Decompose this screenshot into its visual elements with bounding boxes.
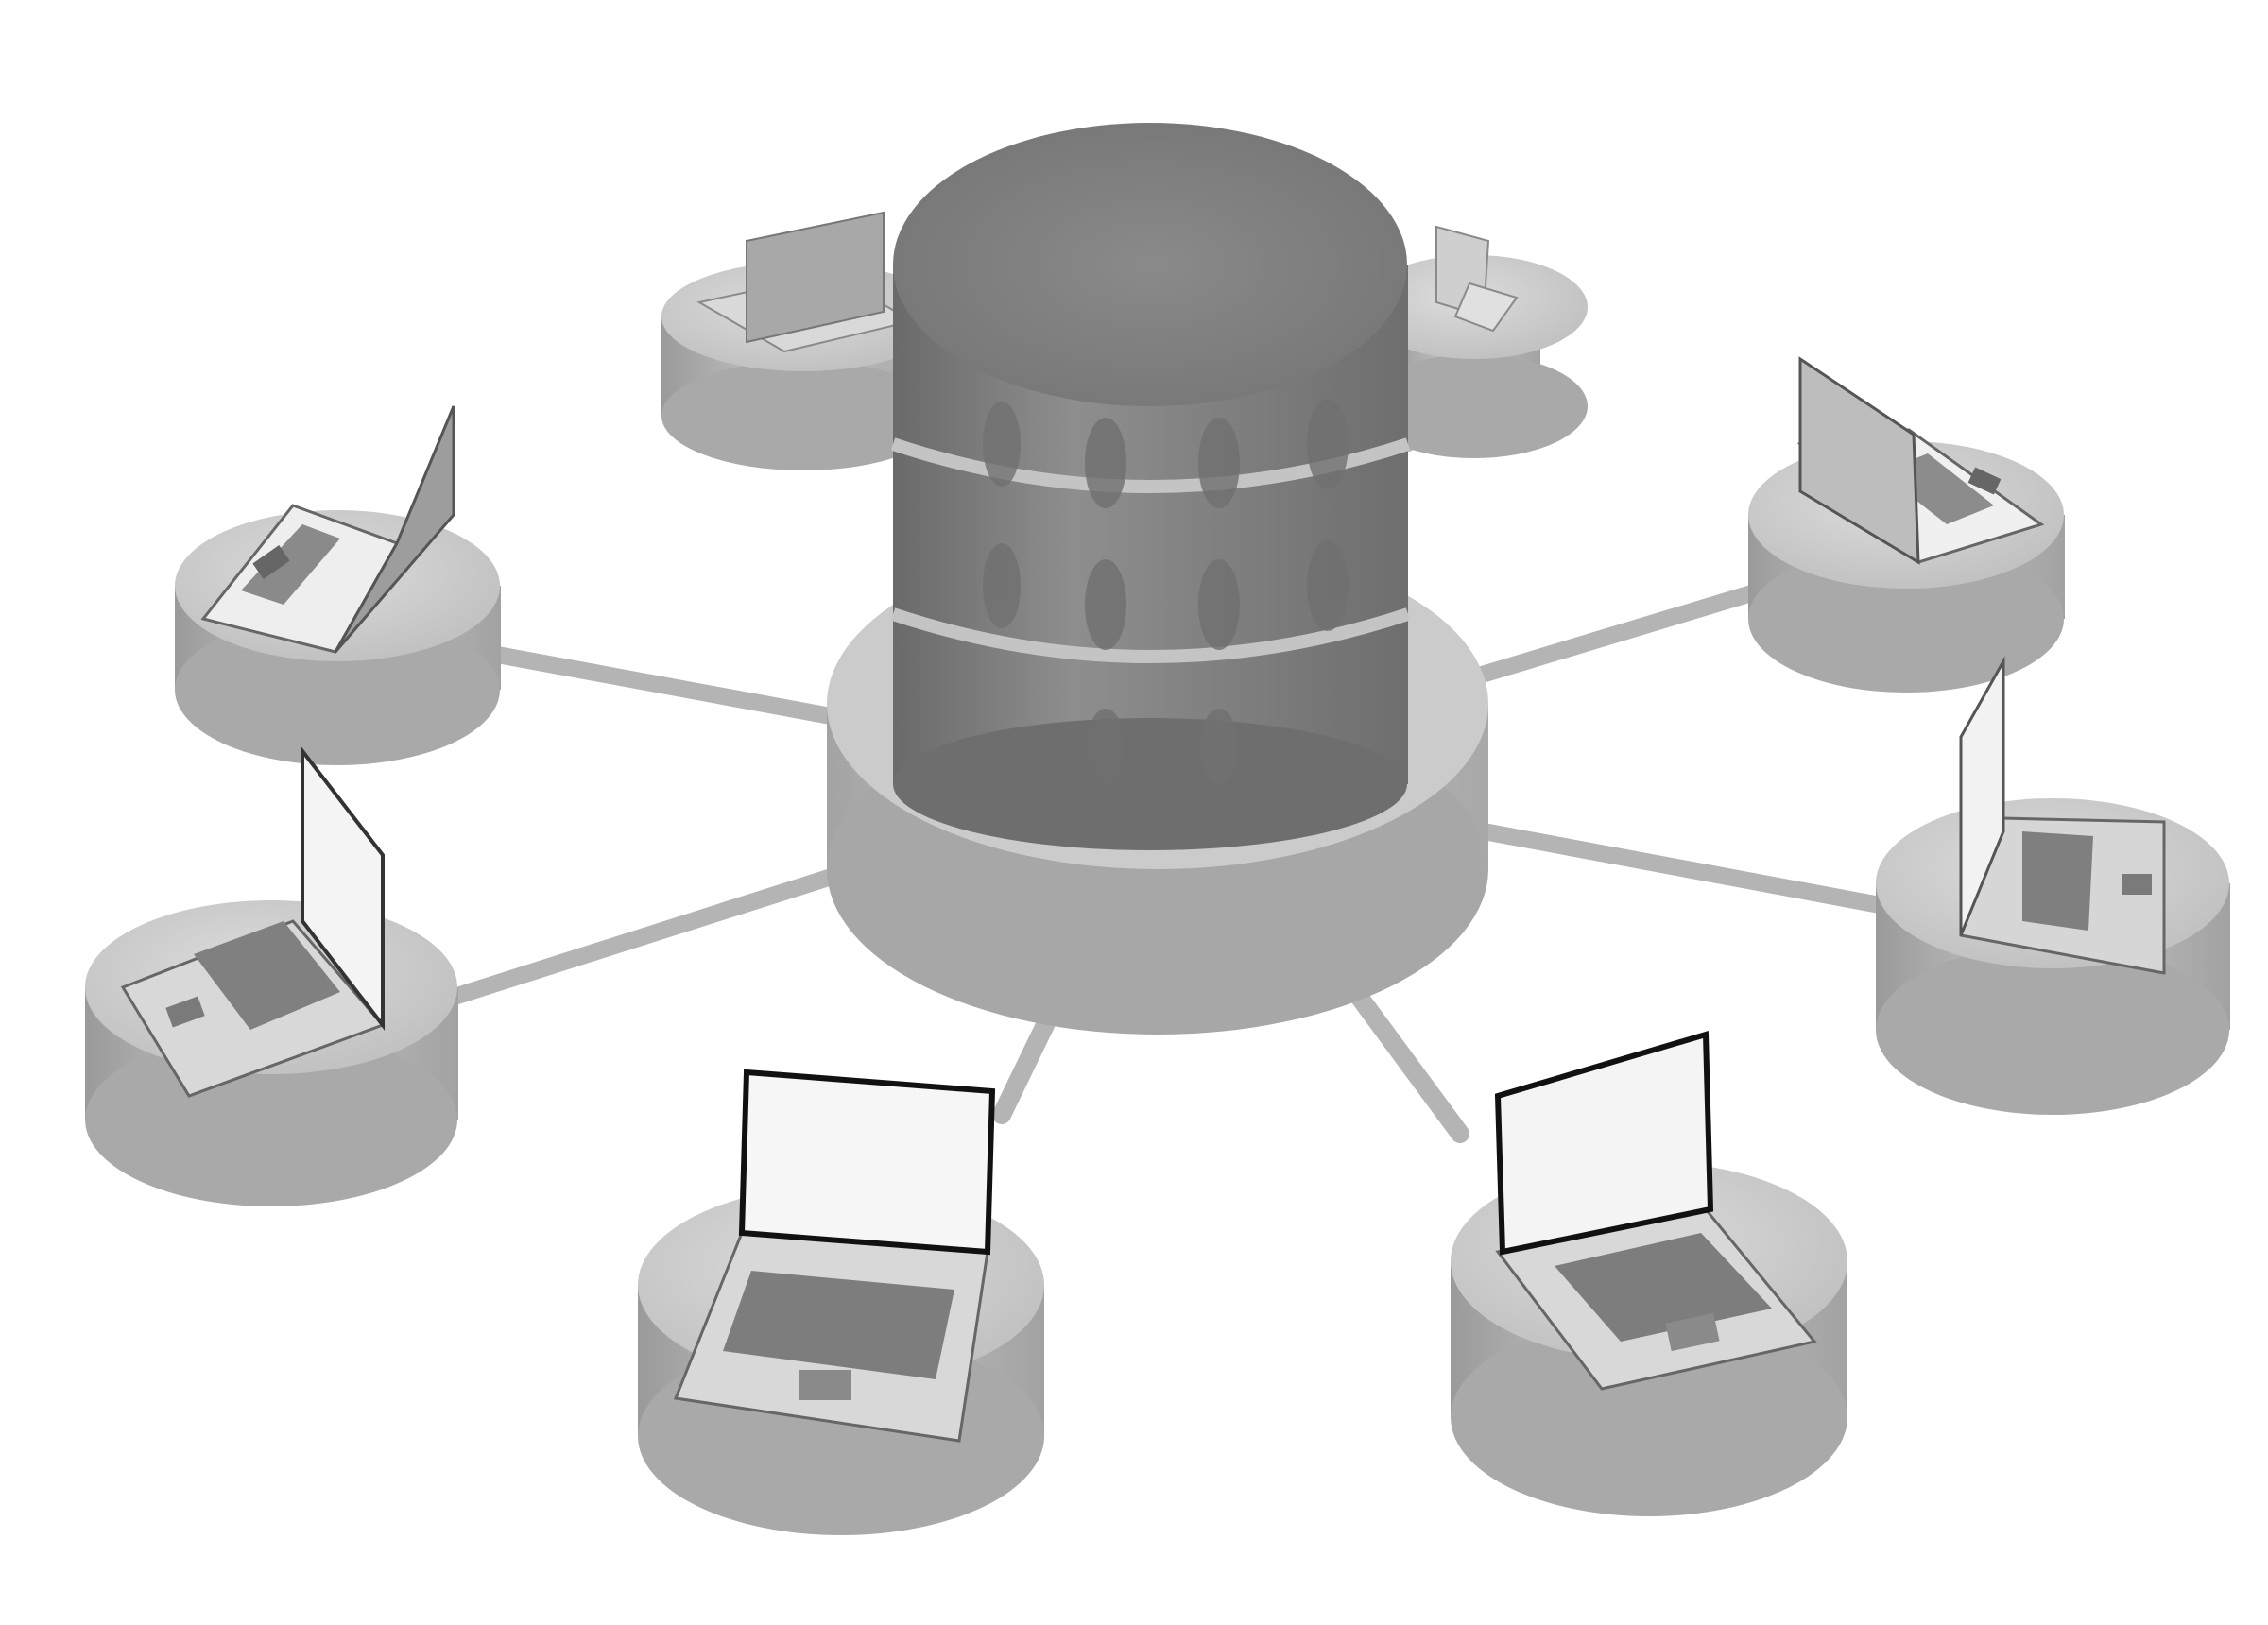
laptop-icon — [1796, 356, 2045, 565]
laptop-icon — [1959, 656, 2166, 975]
database-platter-separator — [890, 607, 1411, 663]
link-left-upper — [473, 643, 850, 727]
laptop-icon — [120, 745, 386, 1098]
laptop-icon — [1494, 1031, 1817, 1391]
laptop-icon — [200, 405, 455, 654]
database-texture — [983, 399, 1349, 784]
laptop-node-right-lower — [1876, 656, 2230, 1115]
laptop-icon — [673, 1069, 996, 1443]
laptop-node-right-upper — [1748, 356, 2065, 693]
laptop-icon — [1435, 225, 1519, 333]
link-left-lower — [431, 861, 864, 1010]
laptop-node-front-right — [1451, 1031, 1847, 1516]
laptop-node-left-lower — [85, 745, 458, 1206]
laptop-node-front-left — [638, 1069, 1044, 1535]
link-right-lower — [1475, 823, 1899, 915]
laptop-node-back-right — [1361, 225, 1588, 458]
database-hub — [827, 123, 1488, 1035]
database-icon — [890, 123, 1411, 850]
laptop-node-left-upper — [175, 405, 501, 765]
link-right-upper — [1470, 577, 1785, 684]
